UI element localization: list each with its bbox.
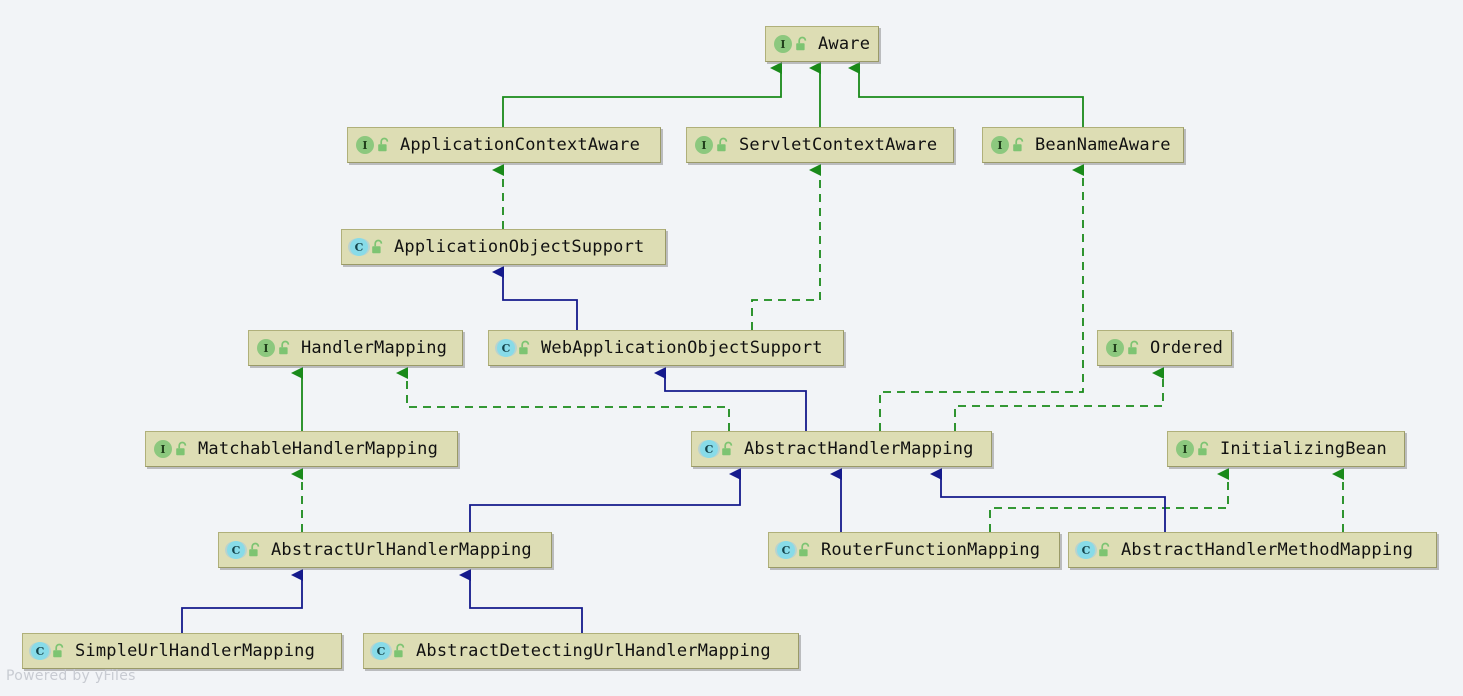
class-node-absthandlermap[interactable]: C AbstractHandlerMapping xyxy=(691,431,992,467)
edge-absthandlermap-to-webappobjsupport xyxy=(654,367,807,431)
interface-badge-icon: I xyxy=(991,136,1009,154)
class-node-label: SimpleUrlHandlerMapping xyxy=(75,641,316,661)
class-node-matchable[interactable]: I MatchableHandlerMapping xyxy=(145,431,458,467)
unlocked-padlock-icon xyxy=(518,340,532,356)
class-node-label: BeanNameAware xyxy=(1035,135,1171,155)
interface-badge-icon: I xyxy=(356,136,374,154)
unlocked-padlock-icon xyxy=(795,36,809,52)
class-node-beannameaware[interactable]: I BeanNameAware xyxy=(982,127,1184,163)
edge-beannameaware-to-aware xyxy=(848,62,1084,127)
class-node-label: RouterFunctionMapping xyxy=(821,540,1041,560)
unlocked-padlock-icon xyxy=(175,441,189,457)
interface-badge-icon: I xyxy=(774,35,792,53)
unlocked-padlock-icon xyxy=(248,542,262,558)
edge-appctxaware-to-aware xyxy=(502,62,782,127)
unlocked-padlock-icon xyxy=(52,643,66,659)
class-node-aware[interactable]: I Aware xyxy=(765,26,879,62)
class-node-appobjsupport[interactable]: C ApplicationObjectSupport xyxy=(341,229,666,265)
class-node-label: MatchableHandlerMapping xyxy=(198,439,439,459)
unlocked-padlock-icon xyxy=(278,340,292,356)
edges-group xyxy=(181,62,1344,633)
unlocked-padlock-icon xyxy=(393,643,407,659)
class-node-abstdetecturl[interactable]: C AbstractDetectingUrlHandlerMapping xyxy=(363,633,799,669)
edge-webappobjsupport-to-servletctxaware xyxy=(751,164,821,330)
class-node-initializingbean[interactable]: I InitializingBean xyxy=(1167,431,1405,467)
class-node-handlermapping[interactable]: I HandlerMapping xyxy=(248,330,463,366)
class-node-simpleurlmap[interactable]: C SimpleUrlHandlerMapping xyxy=(22,633,342,669)
unlocked-padlock-icon xyxy=(721,441,735,457)
yfiles-watermark: Powered by yFiles xyxy=(6,668,136,684)
unlocked-padlock-icon xyxy=(798,542,812,558)
class-node-label: AbstractDetectingUrlHandlerMapping xyxy=(416,641,771,661)
edge-routerfn-to-initializingbean xyxy=(989,468,1229,532)
class-node-ordered[interactable]: I Ordered xyxy=(1097,330,1232,366)
edge-absthandlermap-to-beannameaware xyxy=(879,164,1084,431)
class-node-label: Ordered xyxy=(1150,338,1224,358)
class-badge-icon: C xyxy=(1077,541,1095,559)
interface-badge-icon: I xyxy=(154,440,172,458)
class-node-label: ServletContextAware xyxy=(739,135,938,155)
edge-simpleurlmap-to-absturlmap xyxy=(181,569,303,633)
class-node-label: ApplicationContextAware xyxy=(400,135,641,155)
interface-badge-icon: I xyxy=(1106,339,1124,357)
class-badge-icon: C xyxy=(227,541,245,559)
interface-badge-icon: I xyxy=(695,136,713,154)
class-node-appctxaware[interactable]: I ApplicationContextAware xyxy=(347,127,661,163)
class-node-servletctxaware[interactable]: I ServletContextAware xyxy=(686,127,954,163)
class-badge-icon: C xyxy=(31,642,49,660)
class-node-routerfn[interactable]: C RouterFunctionMapping xyxy=(768,532,1060,568)
edge-absturlmap-to-absthandlermap xyxy=(469,468,741,532)
class-node-label: AbstractHandlerMethodMapping xyxy=(1121,540,1414,560)
edge-absthandlermap-to-ordered xyxy=(954,367,1164,431)
class-node-label: WebApplicationObjectSupport xyxy=(541,338,823,358)
class-badge-icon: C xyxy=(700,440,718,458)
unlocked-padlock-icon xyxy=(716,137,730,153)
interface-badge-icon: I xyxy=(257,339,275,357)
class-node-label: HandlerMapping xyxy=(301,338,448,358)
class-node-label: Aware xyxy=(818,34,871,54)
unlocked-padlock-icon xyxy=(1197,441,1211,457)
unlocked-padlock-icon xyxy=(1127,340,1141,356)
class-badge-icon: C xyxy=(372,642,390,660)
edge-webappobjsupport-to-appobjsupport xyxy=(492,266,578,330)
edge-absthandlermeth-to-absthandlermap xyxy=(930,468,1166,532)
class-node-label: AbstractHandlerMapping xyxy=(744,439,974,459)
class-node-webappobjsupport[interactable]: C WebApplicationObjectSupport xyxy=(488,330,844,366)
unlocked-padlock-icon xyxy=(1012,137,1026,153)
unlocked-padlock-icon xyxy=(377,137,391,153)
class-badge-icon: C xyxy=(350,238,368,256)
unlocked-padlock-icon xyxy=(1098,542,1112,558)
interface-badge-icon: I xyxy=(1176,440,1194,458)
class-node-label: AbstractUrlHandlerMapping xyxy=(271,540,532,560)
class-node-label: ApplicationObjectSupport xyxy=(394,237,645,257)
class-node-absthandlermeth[interactable]: C AbstractHandlerMethodMapping xyxy=(1068,532,1437,568)
edge-abstdetecturl-to-absturlmap xyxy=(459,569,583,633)
unlocked-padlock-icon xyxy=(371,239,385,255)
class-badge-icon: C xyxy=(497,339,515,357)
class-node-absturlmap[interactable]: C AbstractUrlHandlerMapping xyxy=(218,532,552,568)
class-badge-icon: C xyxy=(777,541,795,559)
class-node-label: InitializingBean xyxy=(1220,439,1387,459)
edge-absthandlermap-to-handlermapping xyxy=(396,367,730,431)
